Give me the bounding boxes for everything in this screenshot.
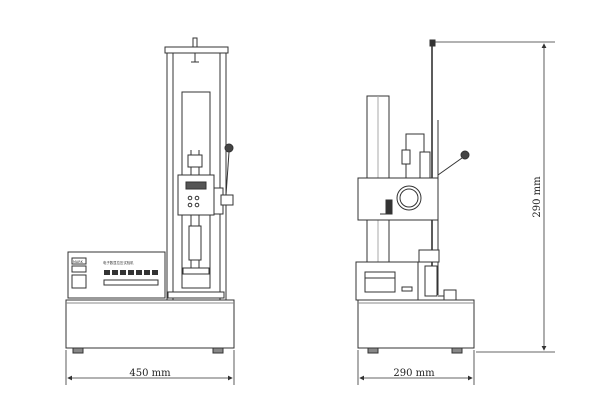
controller-brand: MARK [73, 260, 84, 264]
front-base [65, 299, 235, 349]
front-top-plate [164, 46, 229, 54]
side-housing-display [364, 271, 396, 293]
front-display [185, 181, 207, 190]
side-base [357, 299, 475, 349]
front-crosshead [177, 174, 215, 216]
front-foot-right [212, 347, 224, 354]
side-foot-left [367, 347, 379, 354]
controller-keypad [104, 270, 158, 275]
controller-label: 电子数显拉压试验机 [103, 260, 134, 265]
front-crank-knob [224, 143, 234, 153]
front-width-dimension [65, 350, 235, 385]
side-height-dimension [432, 41, 555, 353]
front-pillar-left [166, 51, 174, 301]
front-foot-left [72, 347, 84, 354]
side-width-label: 290 mm [393, 368, 435, 379]
front-view [65, 37, 235, 354]
front-width-label: 450 mm [129, 368, 171, 379]
side-view [355, 39, 475, 354]
side-height-label: 290 mm [532, 176, 543, 218]
side-crank-knob [460, 150, 470, 160]
side-foot-right [451, 347, 463, 354]
side-width-dimension [357, 350, 475, 385]
front-pillar-right [219, 51, 227, 301]
